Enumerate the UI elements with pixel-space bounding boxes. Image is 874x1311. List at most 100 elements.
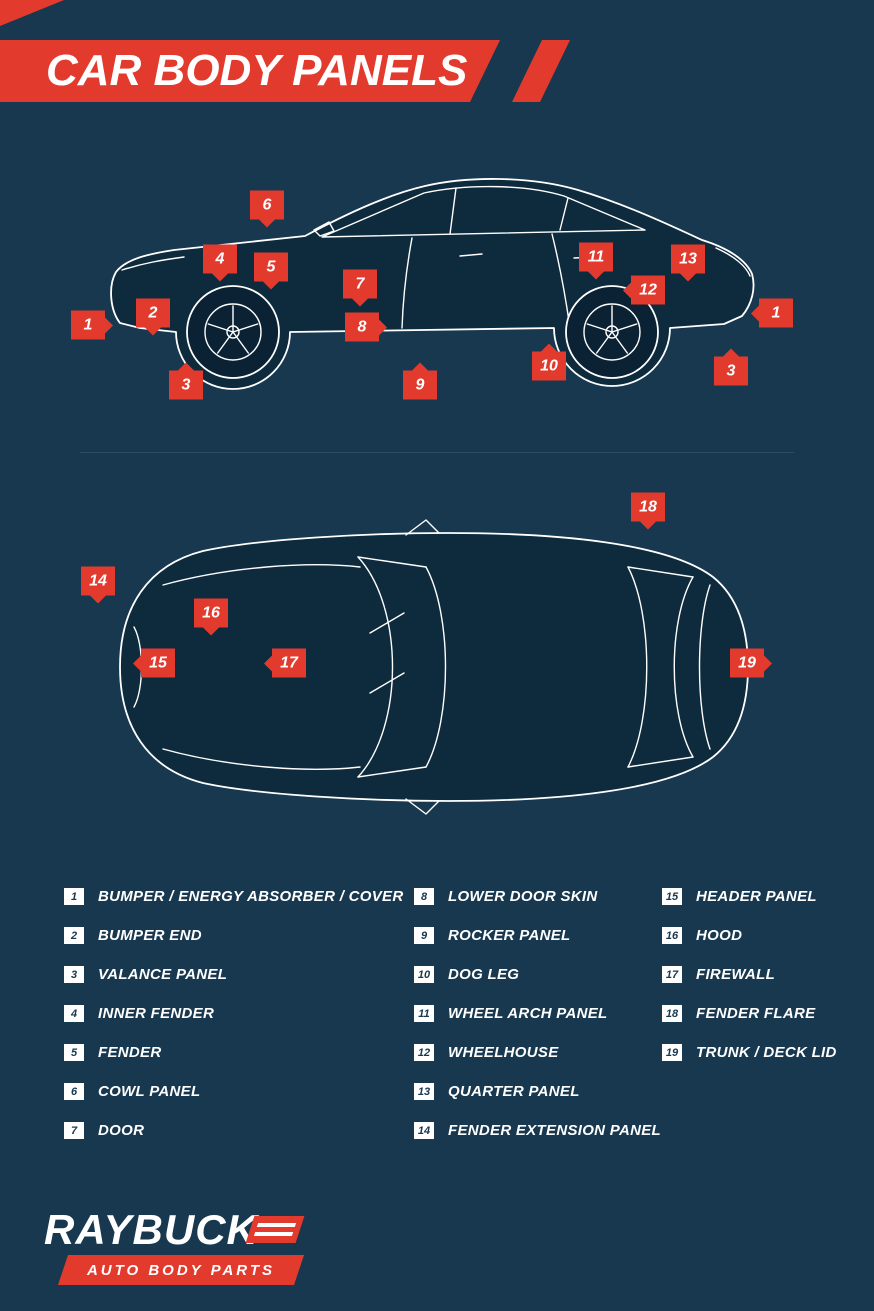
legend-number: 12 [414, 1044, 434, 1061]
windshield-top-arc [425, 566, 447, 768]
legend-label: WHEEL ARCH PANEL [448, 1005, 608, 1022]
marker-16: 16 [194, 598, 228, 636]
header-banner: CAR BODY PANELS [0, 40, 500, 102]
marker-8: 8 [345, 312, 387, 342]
legend-label: BUMPER / ENERGY ABSORBER / COVER [98, 888, 404, 905]
legend-column-3: 15 HEADER PANEL 16 HOOD 17 FIREWALL 18 FENDER F… [662, 877, 837, 1072]
roof-rear-arc [627, 566, 648, 768]
hood-crease-bottom [162, 748, 361, 770]
legend-label: WHEELHOUSE [448, 1044, 559, 1061]
marker-1: 1 [71, 310, 113, 340]
legend-number: 18 [662, 1005, 682, 1022]
legend-number: 11 [414, 1005, 434, 1022]
marker-2: 2 [136, 298, 170, 336]
legend-label: QUARTER PANEL [448, 1083, 580, 1100]
side-mirror [313, 221, 335, 237]
front-door-seam [401, 237, 413, 329]
legend-number: 4 [64, 1005, 84, 1022]
mirror-top [405, 519, 440, 536]
legend-item-14: 14 FENDER EXTENSION PANEL [414, 1111, 661, 1150]
marker-18: 18 [631, 492, 665, 530]
legend-number: 2 [64, 927, 84, 944]
marker-13: 13 [671, 244, 705, 282]
trunk-seam [698, 584, 711, 750]
c-pillar-line [559, 197, 569, 231]
legend-label: VALANCE PANEL [98, 966, 228, 983]
rear-wheel [565, 285, 659, 379]
legend-item-3: 3 VALANCE PANEL [64, 955, 403, 994]
mirror-bottom [405, 798, 440, 815]
legend-item-4: 4 INNER FENDER [64, 994, 403, 1033]
marker-15: 15 [133, 648, 175, 678]
windshield-base-arc [357, 556, 394, 778]
legend-label: BUMPER END [98, 927, 202, 944]
legend-label: TRUNK / DECK LID [696, 1044, 837, 1061]
legend-number: 17 [662, 966, 682, 983]
marker-12: 12 [623, 275, 665, 305]
legend-label: DOG LEG [448, 966, 520, 983]
legend-item-7: 7 DOOR [64, 1111, 403, 1150]
brand-wordmark: RAYBUCK [44, 1206, 258, 1253]
legend-label: FENDER FLARE [696, 1005, 816, 1022]
legend-item-16: 16 HOOD [662, 916, 837, 955]
c-pillar-top [627, 566, 694, 578]
section-divider [80, 452, 794, 453]
legend-label: HEADER PANEL [696, 888, 817, 905]
legend-number: 7 [64, 1122, 84, 1139]
legend-item-12: 12 WHEELHOUSE [414, 1033, 661, 1072]
legend-number: 9 [414, 927, 434, 944]
legend-number: 10 [414, 966, 434, 983]
legend-label: FENDER EXTENSION PANEL [448, 1122, 662, 1139]
legend-label: FENDER [98, 1044, 162, 1061]
a-pillar-top [357, 556, 427, 568]
page-title: CAR BODY PANELS [46, 46, 468, 95]
brand-tagline-banner: AUTO BODY PARTS [58, 1255, 304, 1285]
legend-number: 16 [662, 927, 682, 944]
marker-3: 3 [169, 362, 203, 400]
legend-item-2: 2 BUMPER END [64, 916, 403, 955]
legend-item-6: 6 COWL PANEL [64, 1072, 403, 1111]
headlight-line [121, 256, 185, 271]
legend-label: DOOR [98, 1122, 145, 1139]
legend-number: 15 [662, 888, 682, 905]
legend-label: COWL PANEL [98, 1083, 201, 1100]
legend-label: FIREWALL [696, 966, 776, 983]
top-view-car-illustration [119, 519, 749, 815]
brand-tagline: AUTO BODY PARTS [86, 1261, 276, 1279]
legend-item-5: 5 FENDER [64, 1033, 403, 1072]
rear-glass-arc [673, 576, 694, 758]
marker-19: 19 [730, 648, 772, 678]
legend-number: 13 [414, 1083, 434, 1100]
legend-label: HOOD [696, 927, 743, 944]
legend-item-13: 13 QUARTER PANEL [414, 1072, 661, 1111]
marker-5: 5 [254, 252, 288, 290]
c-pillar-bottom [627, 756, 694, 768]
marker-17: 17 [264, 648, 306, 678]
a-pillar-bottom [357, 766, 427, 778]
legend-item-11: 11 WHEEL ARCH PANEL [414, 994, 661, 1033]
marker-6: 6 [250, 190, 284, 228]
legend-number: 6 [64, 1083, 84, 1100]
legend-label: LOWER DOOR SKIN [448, 888, 598, 905]
marker-9: 9 [403, 362, 437, 400]
corner-accent-shape [0, 0, 64, 26]
legend-item-10: 10 DOG LEG [414, 955, 661, 994]
legend-number: 5 [64, 1044, 84, 1061]
hood-crease-top [162, 564, 361, 586]
legend-number: 8 [414, 888, 434, 905]
taillight-line [715, 247, 751, 277]
legend-number: 14 [414, 1122, 434, 1139]
front-door-handle [459, 253, 483, 257]
legend-item-17: 17 FIREWALL [662, 955, 837, 994]
b-pillar-line [449, 187, 457, 235]
marker-1: 1 [751, 298, 793, 328]
legend-label: INNER FENDER [98, 1005, 215, 1022]
legend-number: 3 [64, 966, 84, 983]
